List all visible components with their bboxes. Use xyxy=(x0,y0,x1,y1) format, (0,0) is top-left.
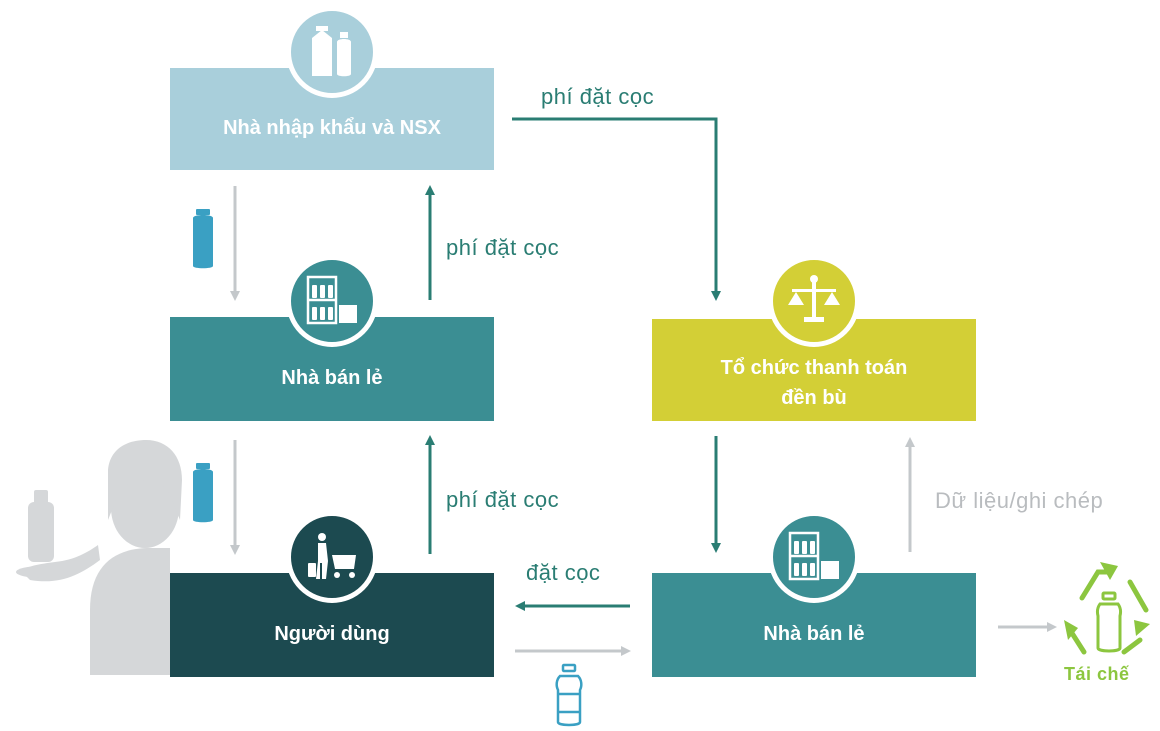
user-badge xyxy=(286,511,378,603)
store-shelf-icon xyxy=(788,531,839,581)
scales-of-justice-icon xyxy=(788,275,840,322)
deposit-label: đặt cọc xyxy=(526,560,601,585)
clearing-label-line2: đền bù xyxy=(781,387,847,409)
milk-carton-bottle-icon xyxy=(312,26,351,77)
retailer-right-label: Nhà bán lẻ xyxy=(763,623,865,645)
recycle-label: Tái chế xyxy=(1064,664,1130,684)
store-shelf-icon xyxy=(306,275,357,325)
importer-label: Nhà nhập khẩu và NSX xyxy=(223,117,441,139)
shopper-cart-icon xyxy=(308,533,356,579)
clearing-label-line1: Tổ chức thanh toán xyxy=(720,357,908,379)
deposit-fee-label-mid: phí đặt cọc xyxy=(446,235,560,260)
data-records-label: Dữ liệu/ghi chép xyxy=(935,488,1104,513)
clearing-badge xyxy=(768,255,860,347)
arrow-importer-to-clearing xyxy=(512,117,721,301)
user-label: Người dùng xyxy=(274,623,390,645)
deposit-fee-label-top: phí đặt cọc xyxy=(541,84,655,109)
bottle-icon xyxy=(555,663,583,727)
deposit-fee-label-low: phí đặt cọc xyxy=(446,487,560,512)
retailer-left-label: Nhà bán lẻ xyxy=(281,367,383,389)
recycle-icon xyxy=(1067,569,1149,655)
retailer-left-badge xyxy=(286,255,378,347)
retailer-right-badge xyxy=(768,511,860,603)
bottle-icon xyxy=(193,209,213,269)
importer-badge xyxy=(286,6,378,98)
bottle-icon xyxy=(193,463,213,523)
